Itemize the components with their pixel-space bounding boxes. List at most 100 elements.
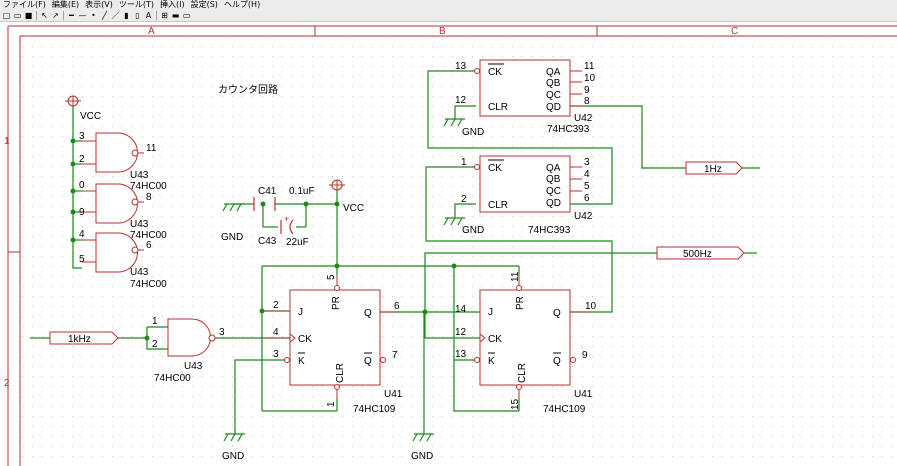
pin-number: 13 [455, 61, 467, 72]
wire-icon[interactable]: ━ [69, 11, 74, 20]
part-number: 74HC393 [528, 225, 571, 236]
nand-gate-2[interactable]: 0 9 8 U43 74HC00 [79, 180, 167, 241]
part-number: 74HC109 [353, 404, 396, 415]
pin-label: 5 [79, 254, 85, 265]
save-icon[interactable]: ■ [24, 11, 33, 20]
bus-icon[interactable]: — [78, 11, 87, 20]
pin-number: 12 [455, 95, 467, 106]
part-ref: U43 [130, 170, 149, 181]
label-icon[interactable]: ⊞ [161, 11, 168, 20]
part-ref: U42 [574, 113, 593, 124]
pin-label: 2 [152, 339, 158, 350]
flip-flop-u41-right[interactable]: 11 14 12 13 15 10 9 PR J CK K CLR Q Q U4… [455, 271, 597, 415]
pin-number: 6 [584, 193, 590, 204]
menu-view[interactable]: 表示(V) [85, 0, 113, 9]
input-label-1khz[interactable]: 1kHz [49, 331, 119, 345]
pin-label: 4 [79, 229, 85, 240]
pin-number: 9 [582, 350, 588, 361]
pin-number: 9 [584, 85, 590, 96]
vcc-label-top: VCC [80, 111, 101, 122]
capacitor-c41[interactable]: C41 0.1uF [253, 186, 315, 211]
gnd-symbol-counter-top [443, 118, 465, 127]
nand-gate-clock[interactable]: 1 2 3 U43 74HC00 [152, 316, 225, 384]
gnd-label-mid: GND [411, 451, 433, 462]
part-ref: U42 [574, 211, 593, 222]
cap-ref: C43 [258, 236, 277, 247]
pin-number: 3 [273, 349, 279, 360]
pin-number: 1 [461, 157, 467, 168]
part-number: 74HC393 [547, 124, 590, 135]
pin-label: CK [488, 334, 502, 345]
column-label-b: B [439, 26, 446, 37]
toolbar: □▭■↖↗━—•╱／▮▯A⊞▬▭ [0, 10, 897, 22]
part-ref: U43 [184, 361, 203, 372]
pin-label: QD [546, 198, 561, 209]
gnd-label-cap: GND [221, 232, 243, 243]
gnd-symbol-cap [222, 203, 244, 212]
nand-gate-3[interactable]: 4 5 6 U43 74HC00 [79, 229, 167, 290]
pin-number: 4 [584, 169, 590, 180]
circuit-title: カウンタ回路 [218, 83, 278, 96]
nand-gate-1[interactable]: 3 2 11 U43 74HC00 [79, 131, 167, 192]
menu-edit[interactable]: 編集(E) [51, 0, 80, 9]
open-folder-icon[interactable]: ▭ [13, 11, 22, 20]
menu-insert[interactable]: 挿入(I) [160, 0, 185, 9]
pin-number: 11 [510, 271, 521, 282]
capacitor-c43[interactable]: + C43 22uF [258, 214, 309, 248]
tag-icon[interactable]: ▯ [135, 11, 140, 20]
pin-label: Q [364, 356, 372, 367]
gnd-label-counter-top: GND [462, 127, 484, 138]
menu-file[interactable]: ファイル(F) [3, 0, 46, 9]
pin-label: 1 [152, 316, 158, 327]
menu-tools[interactable]: ツール(T) [118, 0, 154, 9]
pin-number: 1 [326, 401, 337, 407]
part-ref: U43 [130, 219, 149, 230]
schematic-canvas[interactable]: A B C 1 2 カウンタ回路 [0, 22, 897, 466]
green-bar-icon[interactable]: ▬ [171, 11, 180, 20]
counter-u42-bottom[interactable]: 1 2 3 4 5 6 CK CLR QA QB QC QD U42 74HC3… [461, 155, 593, 236]
pin-number: 12 [455, 327, 467, 338]
drag-arrow-icon[interactable]: ↗ [52, 11, 59, 20]
pin-label: PR [515, 296, 526, 310]
pin-label: QC [546, 186, 561, 197]
part-number: 74HC00 [130, 279, 167, 290]
flip-flop-u41-left[interactable]: 5 2 4 3 1 6 7 PR J CK K CLR Q Q U41 74HC… [262, 274, 403, 415]
pin-label: CLR [335, 363, 346, 383]
pin-label: 8 [146, 192, 152, 203]
pin-label: K [488, 356, 495, 367]
menu-help[interactable]: ヘルプ(H) [223, 0, 261, 9]
pin-label: PR [331, 296, 342, 310]
text-icon[interactable]: A [145, 11, 152, 20]
bus-entry-icon[interactable]: ╱ [102, 11, 107, 20]
part-number: 74HC00 [130, 230, 167, 241]
gray-bar-icon[interactable]: ▭ [182, 11, 191, 20]
toolbar-separator [63, 11, 64, 20]
pin-number: 5 [584, 181, 590, 192]
pin-label: CK [298, 334, 312, 345]
svg-text:1kHz: 1kHz [68, 334, 91, 345]
pin-label: CLR [488, 200, 508, 211]
pin-label: QB [546, 174, 561, 185]
cap-ref: C41 [258, 186, 277, 197]
line-icon[interactable]: ／ [111, 11, 120, 20]
pin-label: CLR [488, 102, 508, 113]
part-number: 74HC00 [130, 181, 167, 192]
pin-number: 10 [584, 73, 596, 84]
counter-u42-top[interactable]: 13 12 11 10 9 8 CK CLR QA QB QC QD U42 7… [455, 59, 596, 135]
pin-number: 4 [273, 327, 279, 338]
menu-settings[interactable]: 設定(S) [190, 0, 218, 9]
pin-number: 11 [584, 61, 595, 72]
pin-number: 13 [455, 349, 467, 360]
pin-label: QC [546, 90, 561, 101]
select-arrow-icon[interactable]: ↖ [41, 11, 48, 20]
pin-number: 14 [455, 304, 467, 315]
new-file-icon[interactable]: □ [2, 11, 11, 20]
output-label-500hz[interactable]: 500Hz [656, 246, 745, 260]
output-label-1hz[interactable]: 1Hz [685, 161, 743, 175]
pin-label: 3 [79, 131, 85, 142]
junction-icon[interactable]: • [91, 11, 96, 20]
gnd-label-left: GND [222, 451, 244, 462]
pin-label: Q [364, 308, 372, 319]
sheet-grid [20, 36, 897, 466]
comment-icon[interactable]: ▮ [124, 11, 129, 20]
